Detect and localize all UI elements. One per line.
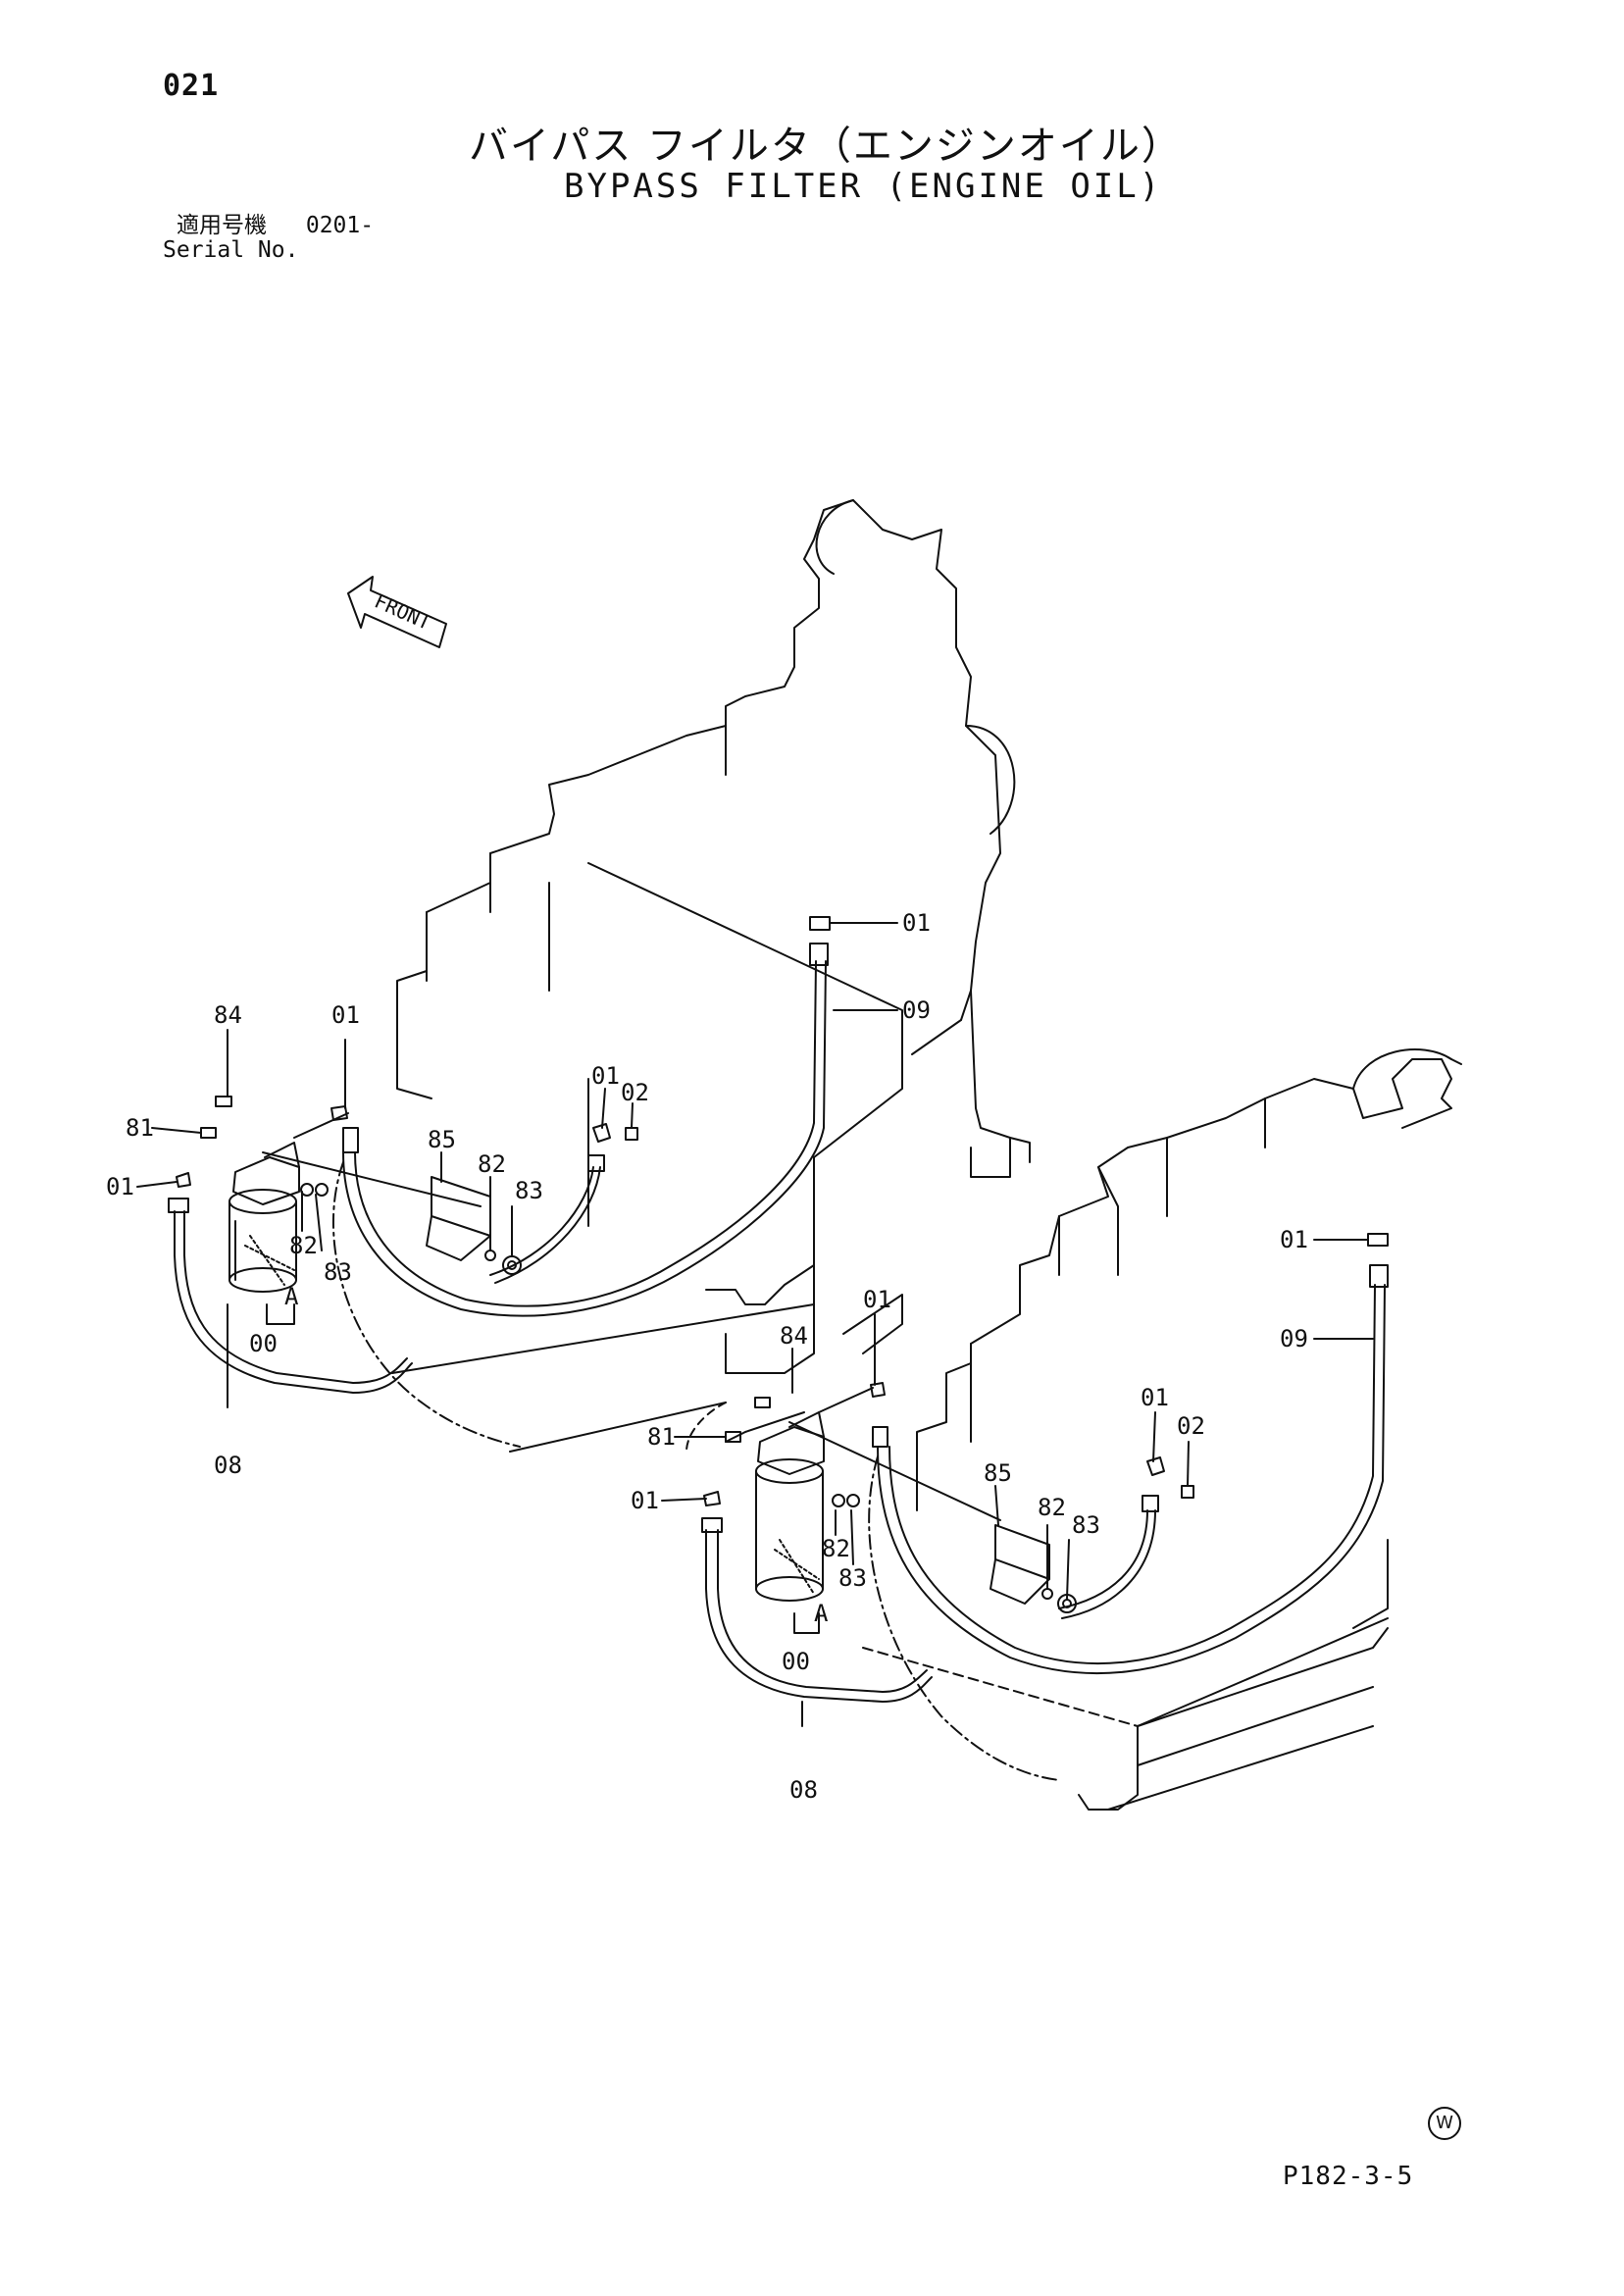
page-code: P182-3-5 xyxy=(1283,2162,1414,2191)
part-label: 82 xyxy=(289,1232,318,1259)
filter-assembly-right xyxy=(701,1233,1389,1781)
title-english: BYPASS FILTER (ENGINE OIL) xyxy=(564,167,1163,206)
part-label: 83 xyxy=(324,1258,352,1286)
page-number: 021 xyxy=(163,69,220,103)
part-label: A xyxy=(284,1283,299,1310)
part-label: 82 xyxy=(822,1535,850,1562)
part-label: 82 xyxy=(1038,1494,1066,1521)
part-label: 81 xyxy=(647,1423,676,1451)
part-label: 83 xyxy=(515,1177,543,1204)
engine-left xyxy=(391,499,1031,1453)
part-label: 81 xyxy=(126,1114,154,1142)
part-label: 01 xyxy=(631,1487,659,1514)
serial-row-jp: 適用号機 0201- xyxy=(163,214,374,238)
part-label: 02 xyxy=(621,1079,649,1106)
serial-label-jp: 適用号機 xyxy=(177,213,267,238)
part-label: 84 xyxy=(780,1322,808,1350)
part-label: 09 xyxy=(902,996,931,1024)
part-label: A xyxy=(814,1600,829,1627)
serial-value: 0201- xyxy=(305,213,375,238)
part-labels-left: 01 09 84 01 81 01 02 85 82 83 01 82 83 A… xyxy=(106,909,931,1479)
leader-lines-left xyxy=(136,922,898,1408)
part-labels-right: 01 09 84 01 01 02 81 85 82 83 01 82 83 A… xyxy=(631,1226,1308,1804)
part-label: 01 xyxy=(1141,1384,1169,1411)
part-label: 83 xyxy=(838,1564,867,1592)
serial-label-en: Serial No. xyxy=(163,237,299,263)
part-label: 01 xyxy=(863,1286,891,1313)
part-label: 00 xyxy=(782,1648,810,1675)
front-arrow-icon: FRONT xyxy=(347,576,447,648)
serial-block: 適用号機 0201- Serial No. xyxy=(163,214,374,263)
part-label: 02 xyxy=(1177,1412,1205,1440)
part-label: 00 xyxy=(249,1330,278,1357)
part-label: 85 xyxy=(428,1126,456,1153)
watermark-w-icon: W xyxy=(1428,2107,1461,2140)
part-label: 01 xyxy=(591,1062,620,1090)
part-label: 84 xyxy=(214,1001,242,1029)
part-label: 09 xyxy=(1280,1325,1308,1352)
part-label: 01 xyxy=(1280,1226,1308,1253)
leader-lines-right xyxy=(661,1239,1374,1727)
part-label: 01 xyxy=(902,909,931,937)
filter-assembly-left xyxy=(168,916,831,1448)
part-label: 82 xyxy=(478,1150,506,1178)
part-label: 01 xyxy=(106,1173,134,1200)
front-label: FRONT xyxy=(371,589,434,635)
part-label: 08 xyxy=(789,1776,818,1804)
part-label: 85 xyxy=(984,1459,1012,1487)
part-label: 01 xyxy=(331,1001,360,1029)
part-label: 83 xyxy=(1072,1511,1100,1539)
engine-right xyxy=(862,1048,1462,1811)
title-japanese: バイパス フイルタ（エンジンオイル） xyxy=(469,124,1183,169)
part-label: 08 xyxy=(214,1452,242,1479)
